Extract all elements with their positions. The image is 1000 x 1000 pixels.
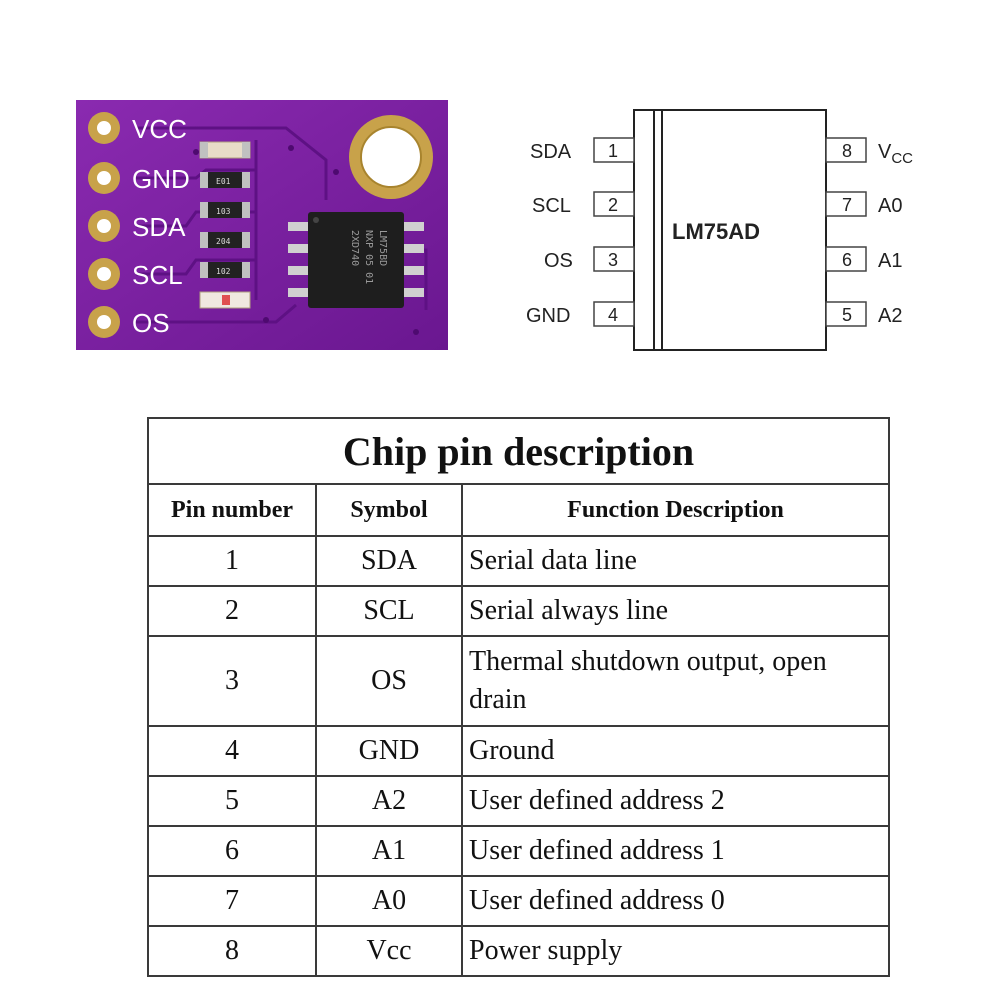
cell-description: Serial data line xyxy=(460,535,891,587)
cell-symbol: OS xyxy=(315,635,463,727)
chip-pinout-schematic: LM75AD 1 SDA 2 SCL 3 OS 4 GND 8 VCC 7 A0 xyxy=(520,100,940,360)
cell-description: User defined address 2 xyxy=(460,775,891,827)
schematic-pin-num-7: 7 xyxy=(842,195,852,215)
schematic-pin-num-5: 5 xyxy=(842,305,852,325)
table-row: 6 A1 User defined address 1 xyxy=(147,825,891,877)
table-title: Chip pin description xyxy=(146,417,891,485)
pin-description-table: Chip pin description Pin number Symbol F… xyxy=(146,417,891,977)
pcb-board: VCC GND SDA SCL OS E01 103 204 102 xyxy=(76,100,448,350)
schematic-chip-body xyxy=(633,109,827,351)
cell-pin: 7 xyxy=(147,875,317,927)
schematic-pin-label-vcc: VCC xyxy=(878,141,913,167)
cell-pin: 5 xyxy=(147,775,317,827)
table-header-row: Pin number Symbol Function Description xyxy=(147,483,891,537)
smd-resistor-102 xyxy=(200,262,250,278)
cell-pin: 6 xyxy=(147,825,317,877)
cell-symbol: SCL xyxy=(315,585,463,637)
schematic-pin-num-8: 8 xyxy=(842,141,852,161)
comp-mark-e01: E01 xyxy=(216,177,231,186)
cell-symbol: GND xyxy=(315,725,463,777)
schematic-pin-label-a1: A1 xyxy=(878,250,902,272)
cell-symbol: A2 xyxy=(315,775,463,827)
pcb-label-sda: SDA xyxy=(132,212,186,242)
cell-symbol: Vcc xyxy=(315,925,463,977)
cell-symbol: SDA xyxy=(315,535,463,587)
schematic-pin-num-4: 4 xyxy=(608,305,618,325)
header-symbol: Symbol xyxy=(315,483,463,537)
schematic-right-pins: 8 VCC 7 A0 6 A1 5 A2 xyxy=(825,137,913,327)
schematic-chip-name: LM75AD xyxy=(672,219,760,244)
schematic-pin-num-1: 1 xyxy=(608,141,618,161)
cell-pin: 4 xyxy=(147,725,317,777)
header-pads xyxy=(88,112,120,338)
chip-marking-line3: 2XD740 xyxy=(349,230,360,266)
cell-pin: 2 xyxy=(147,585,317,637)
table-row: 5 A2 User defined address 2 xyxy=(147,775,891,827)
smd-resistor-103 xyxy=(200,202,250,218)
schematic-left-pins: 1 SDA 2 SCL 3 OS 4 GND xyxy=(526,137,635,327)
cell-description: Serial always line xyxy=(460,585,891,637)
cell-description: Thermal shutdown output, open drain xyxy=(460,635,891,727)
smd-resistor-204 xyxy=(200,232,250,248)
cell-symbol: A1 xyxy=(315,825,463,877)
schematic-pin-label-os: OS xyxy=(544,250,573,272)
comp-mark-204: 204 xyxy=(216,237,231,246)
chip-marking-line2: NXP 05 01 xyxy=(363,230,374,284)
header-function-description: Function Description xyxy=(460,483,891,537)
schematic-pin-label-sda: SDA xyxy=(530,141,572,163)
table-row: 1 SDA Serial data line xyxy=(147,535,891,587)
cell-pin: 1 xyxy=(147,535,317,587)
schematic-pin-num-6: 6 xyxy=(842,250,852,270)
pcb-vias xyxy=(193,145,419,335)
cell-description: Ground xyxy=(460,725,891,777)
lm75-chip: LM75BD NXP 05 01 2XD740 xyxy=(288,212,424,308)
cell-pin: 8 xyxy=(147,925,317,977)
pcb-module-image: VCC GND SDA SCL OS E01 103 204 102 xyxy=(76,100,448,350)
smd-components: E01 103 204 102 xyxy=(199,141,251,309)
schematic-pin-num-2: 2 xyxy=(608,195,618,215)
smd-resistor-e01 xyxy=(200,172,250,188)
table-title-row: Chip pin description xyxy=(146,417,891,485)
cell-description: User defined address 1 xyxy=(460,825,891,877)
comp-mark-102: 102 xyxy=(216,267,231,276)
schematic-pin-label-scl: SCL xyxy=(532,195,571,217)
table-row: 4 GND Ground xyxy=(147,725,891,777)
table-row: 3 OS Thermal shutdown output, open drain xyxy=(147,635,891,727)
pcb-label-gnd: GND xyxy=(132,164,190,194)
schematic-drawing: LM75AD 1 SDA 2 SCL 3 OS 4 GND 8 VCC 7 A0 xyxy=(526,109,913,351)
schematic-pin-num-3: 3 xyxy=(608,250,618,270)
comp-mark-103: 103 xyxy=(216,207,231,216)
cell-pin: 3 xyxy=(147,635,317,727)
header-pin-number: Pin number xyxy=(147,483,317,537)
chip-marking-line1: LM75BD xyxy=(377,230,388,266)
pcb-label-vcc: VCC xyxy=(132,114,187,144)
table-row: 2 SCL Serial always line xyxy=(147,585,891,637)
pcb-label-os: OS xyxy=(132,308,170,338)
cell-description: Power supply xyxy=(460,925,891,977)
table-row: 8 Vcc Power supply xyxy=(147,925,891,977)
pcb-label-scl: SCL xyxy=(132,260,183,290)
cell-description: User defined address 0 xyxy=(460,875,891,927)
schematic-pin-label-gnd: GND xyxy=(526,305,570,327)
table-row: 7 A0 User defined address 0 xyxy=(147,875,891,927)
cell-symbol: A0 xyxy=(315,875,463,927)
schematic-pin-label-a0: A0 xyxy=(878,195,902,217)
schematic-pin-label-a2: A2 xyxy=(878,305,902,327)
